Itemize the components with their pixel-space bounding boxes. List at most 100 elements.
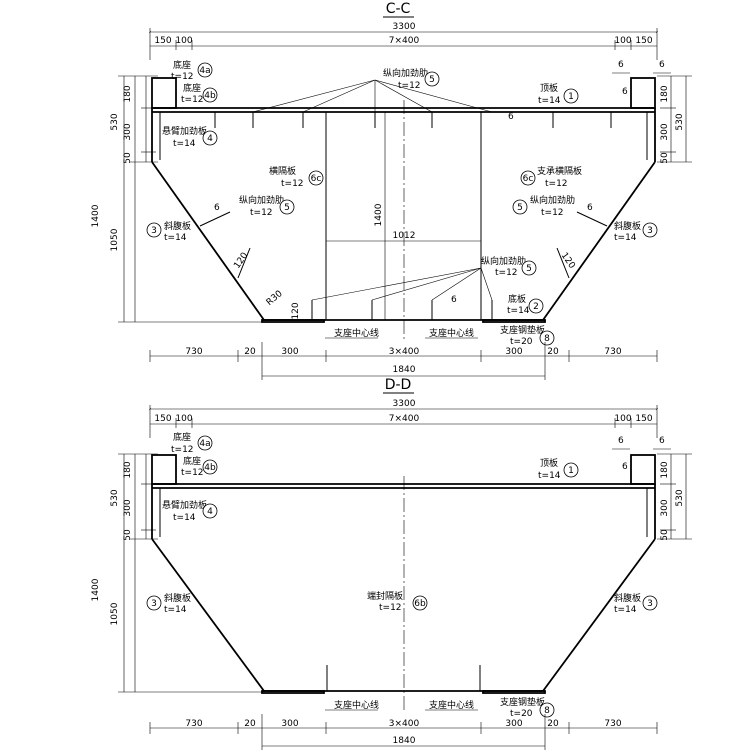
dim-b730: 730 [185, 719, 202, 729]
svg-text:端封隔板: 端封隔板 [367, 590, 403, 602]
dim-h530: 530 [110, 489, 120, 506]
dim-right-150: 150 [635, 36, 652, 46]
dim-h180: 180 [123, 461, 133, 478]
svg-text:3: 3 [151, 226, 157, 236]
label-3-left: 斜腹板 t=14 3 [146, 220, 191, 243]
svg-text:4b: 4b [204, 91, 216, 101]
svg-text:支承横隔板: 支承横隔板 [537, 165, 582, 177]
dim-r30: R30 [265, 289, 285, 308]
label-6c-left: 横隔板 t=12 6c [269, 165, 324, 189]
label-5-left: 纵向加劲肋 t=12 5 [239, 194, 295, 218]
label-5-top: 纵向加劲肋 t=12 5 [252, 67, 493, 113]
dim-total-width: 3300 [393, 22, 416, 32]
svg-text:顶板: 顶板 [540, 457, 558, 469]
weld-6f: 6 [587, 203, 593, 213]
svg-text:t=12: t=12 [541, 208, 564, 218]
weld-6b: 6 [659, 436, 665, 446]
svg-text:斜腹板: 斜腹板 [614, 592, 641, 604]
svg-text:4b: 4b [204, 463, 216, 473]
svg-text:斜腹板: 斜腹板 [614, 220, 641, 232]
dim-inner-1400: 1400 [374, 203, 384, 226]
dim-h180: 180 [123, 85, 133, 102]
label-4a: 底座 t=12 4a [171, 59, 213, 82]
label-3-right: 斜腹板 t=14 3 [614, 592, 658, 615]
svg-text:t=14: t=14 [614, 233, 637, 243]
weld-6e: 6 [214, 203, 220, 213]
dim-h300: 300 [123, 123, 133, 140]
dim-b20: 20 [244, 719, 256, 729]
svg-text:6c: 6c [311, 174, 322, 184]
svg-text:t=14: t=14 [173, 513, 196, 523]
svg-text:t=14: t=14 [164, 233, 187, 243]
dim-b730r: 730 [604, 347, 621, 357]
label-4: 悬臂加劲板 t=14 4 [162, 125, 218, 149]
dim-h300-right: 300 [660, 499, 670, 516]
dim-b20: 20 [244, 347, 256, 357]
svg-text:t=12: t=12 [398, 81, 421, 91]
svg-text:支座中心线: 支座中心线 [334, 699, 379, 711]
dim-total-width: 3300 [393, 399, 416, 409]
label-4: 悬臂加劲板 t=14 4 [162, 499, 218, 523]
weld-6b: 6 [659, 60, 665, 70]
label-1: 顶板 t=14 1 [538, 82, 579, 106]
label-4b: 底座 t=12 4b [181, 455, 218, 478]
svg-text:t=14: t=14 [538, 471, 561, 481]
svg-text:纵向加劲肋: 纵向加劲肋 [383, 67, 428, 79]
dim-b730r: 730 [604, 719, 621, 729]
svg-text:t=12: t=12 [171, 445, 194, 455]
dim-middle: 7×400 [389, 414, 420, 424]
svg-text:5: 5 [429, 75, 435, 85]
svg-text:t=12: t=12 [495, 268, 518, 278]
dim-h300: 300 [123, 499, 133, 516]
label-4b: 底座 t=12 4b [181, 82, 218, 105]
label-6c-right: 支承横隔板 t=12 6c [520, 165, 582, 189]
svg-text:t=14: t=14 [164, 605, 187, 615]
svg-text:t=14: t=14 [538, 96, 561, 106]
svg-text:纵向加劲肋: 纵向加劲肋 [481, 255, 526, 267]
label-bearing-cl: 支座中心线 支座中心线 [325, 327, 478, 339]
svg-text:5: 5 [284, 203, 290, 213]
section-title: C-C [386, 1, 411, 17]
svg-text:6c: 6c [523, 174, 534, 184]
dim-h530-right: 530 [675, 489, 685, 506]
dim-h50: 50 [123, 529, 133, 541]
dim-b3x400: 3×400 [389, 347, 420, 357]
svg-text:t=12: t=12 [250, 208, 273, 218]
svg-text:t=14: t=14 [507, 306, 530, 316]
box-girder-outline [151, 454, 656, 694]
svg-text:底座: 底座 [183, 455, 201, 467]
svg-text:底座: 底座 [173, 59, 191, 71]
svg-text:t=12: t=12 [181, 468, 204, 478]
dim-left-100: 100 [175, 414, 192, 424]
dim-h1400: 1400 [91, 578, 101, 601]
dim-h50-right: 50 [660, 152, 670, 164]
dim-b20r: 20 [547, 347, 559, 357]
svg-text:3: 3 [647, 599, 653, 609]
svg-text:t=12: t=12 [545, 179, 568, 189]
svg-text:8: 8 [544, 334, 550, 344]
section-dd: D-D 3300 150 100 7×400 100 150 1400 530 … [91, 377, 692, 750]
dim-h50-right: 50 [660, 529, 670, 541]
svg-text:底座: 底座 [183, 82, 201, 94]
weld-6c: 6 [622, 462, 628, 472]
label-6b: 端封隔板 t=12 6b [367, 590, 428, 613]
dim-120b: 120 [559, 251, 577, 271]
dim-h180-right: 180 [660, 461, 670, 478]
weld-6d: 6 [508, 112, 514, 122]
svg-text:支座钢垫板: 支座钢垫板 [500, 696, 545, 708]
svg-text:4: 4 [207, 134, 213, 144]
label-5-right: 纵向加劲肋 t=12 5 [512, 194, 575, 218]
dim-middle: 7×400 [389, 36, 420, 46]
section-cc: C-C 3300 150 100 7×400 100 150 1400 530 … [91, 1, 692, 380]
dim-left-150: 150 [154, 414, 171, 424]
dim-b300r: 300 [505, 719, 522, 729]
dim-b300: 300 [281, 719, 298, 729]
svg-text:支座钢垫板: 支座钢垫板 [500, 324, 545, 336]
svg-text:支座中心线: 支座中心线 [429, 699, 474, 711]
label-2: 底板 t=14 2 [507, 293, 544, 316]
dim-b300r: 300 [505, 347, 522, 357]
dim-left-100: 100 [175, 36, 192, 46]
svg-text:t=12: t=12 [281, 179, 304, 189]
dim-h1400: 1400 [91, 204, 101, 227]
